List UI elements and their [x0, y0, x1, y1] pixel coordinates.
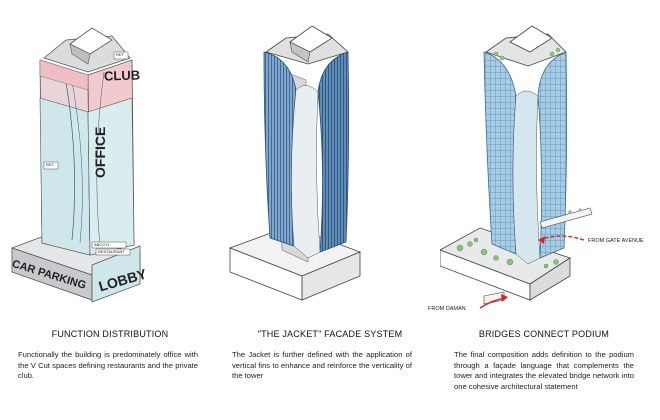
jacket-left-wing: [263, 51, 297, 247]
gate-avenue-bridge: [539, 207, 593, 229]
panel-description: The final composition adds definition to…: [454, 350, 634, 391]
from-daman-label: FROM DAMAN: [428, 306, 466, 312]
panel-description: Functionally the building is predominate…: [18, 350, 198, 380]
tag-top: RET: [116, 52, 124, 57]
panel-jacket-facade: "THE JACKET" FACADE SYSTEM The Jacket is…: [220, 0, 440, 420]
tag-low-2: RESTAURANT: [98, 249, 125, 254]
jacket-facade-illustration: [228, 25, 362, 301]
tag-mid: RET: [46, 162, 54, 167]
panel-description: The Jacket is further defined with the a…: [232, 350, 412, 380]
jacket-right-wing: [317, 51, 350, 253]
tag-low-1: ABCCYL: [94, 242, 111, 247]
function-distribution-illustration: [10, 27, 142, 303]
club-label: CLUB: [103, 67, 141, 84]
panel-function-distribution: CLUB OFFICE LOBBY CAR PARKING RET RET AB…: [0, 0, 220, 420]
panel-title: FUNCTION DISTRIBUTION: [51, 329, 169, 339]
from-gate-avenue-label: FROM GATE AVENUE: [588, 238, 644, 244]
panel-title: BRIDGES CONNECT PODIUM: [478, 329, 610, 339]
office-label: OFFICE: [92, 126, 108, 178]
bridges-podium-illustration: [440, 25, 593, 309]
panel-bridges-podium: FROM GATE AVENUE FROM DAMAN BRIDGES CONN…: [428, 0, 660, 420]
panel-title: "THE JACKET" FACADE SYSTEM: [257, 329, 403, 339]
daman-bridge: [483, 291, 505, 305]
